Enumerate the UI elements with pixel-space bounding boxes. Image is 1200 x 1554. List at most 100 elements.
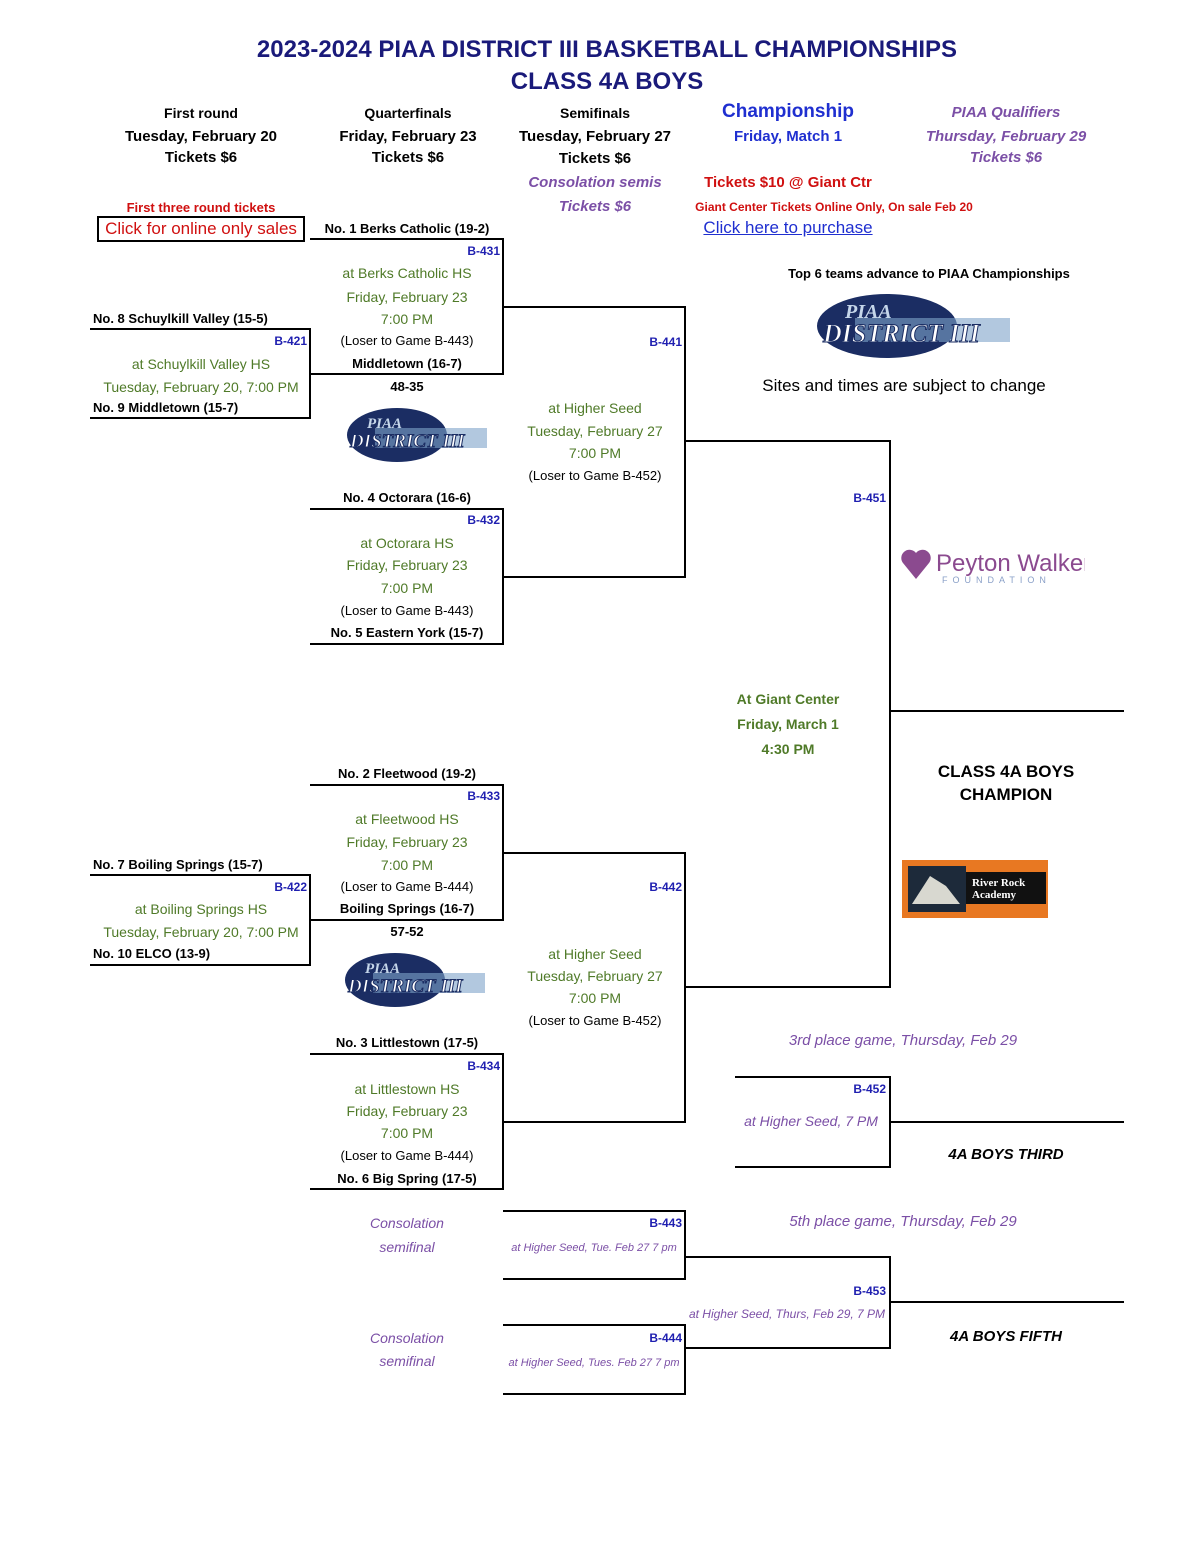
game-id: B-452 (853, 1082, 886, 1096)
bracket-line (310, 1188, 504, 1190)
game-date: Friday, February 23 (346, 289, 468, 305)
loser-note: (Loser to Game B-444) (340, 879, 474, 894)
consolation-label: semifinal (379, 1353, 435, 1369)
bracket-line (502, 508, 504, 645)
page-title: 2023-2024 PIAA DISTRICT III BASKETBALL C… (256, 36, 958, 63)
game-id: B-443 (649, 1216, 682, 1230)
game-site: At Giant Center (736, 691, 840, 707)
bracket-line (90, 328, 311, 330)
col-qf-tickets: Tickets $6 (371, 149, 445, 166)
col-first-round: First round (164, 105, 238, 121)
svg-text:PIAA: PIAA (365, 961, 400, 977)
bracket-line (310, 919, 504, 921)
top6-note: Top 6 teams advance to PIAA Championship… (788, 266, 1070, 281)
team-slot: No. 6 Big Spring (17-5) (337, 1171, 477, 1186)
game-site: at Higher Seed, Thurs, Feb 29, 7 PM (688, 1307, 886, 1321)
game-id: B-453 (853, 1284, 886, 1298)
game-site: at Higher Seed (548, 946, 642, 962)
col-first-round-tickets: Tickets $6 (164, 149, 238, 166)
loser-note: (Loser to Game B-452) (528, 1013, 662, 1028)
bracket-line (685, 440, 891, 442)
first-three-tickets: First three round tickets (126, 200, 276, 215)
col-quarterfinals: Quarterfinals (364, 105, 452, 121)
game-site: at Schuylkill Valley HS (131, 356, 271, 372)
game-date: Tuesday, February 27 (527, 968, 663, 984)
bracket-line (890, 1301, 1124, 1303)
col-semifinals: Semifinals (559, 105, 631, 121)
bracket-line (309, 874, 311, 966)
loser-note: (Loser to Game B-444) (340, 1148, 474, 1163)
team-slot: No. 4 Octorara (16-6) (343, 490, 471, 505)
svg-text:DISTRICT III: DISTRICT III (347, 976, 463, 997)
bracket-line (889, 440, 891, 988)
consolation-label: semifinal (379, 1239, 435, 1255)
game-id: B-442 (649, 880, 682, 894)
svg-text:PIAA: PIAA (367, 416, 402, 432)
bracket-line (890, 1121, 1124, 1123)
team-slot: Boiling Springs (16-7) (339, 901, 475, 916)
game-id: B-441 (649, 335, 682, 349)
purchase-link[interactable]: Click here to purchase (703, 218, 873, 237)
subject-note: Sites and times are subject to change (762, 376, 1046, 395)
svg-text:Academy: Academy (972, 889, 1016, 901)
game-time: Tuesday, February 20, 7:00 PM (103, 379, 299, 395)
team-slot: No. 5 Eastern York (15-7) (330, 625, 484, 640)
bracket-line (503, 1210, 686, 1212)
svg-text:FOUNDATION: FOUNDATION (942, 575, 1051, 585)
giant-center-note: Giant Center Tickets Online Only, On sal… (695, 200, 973, 214)
game-date: Friday, February 23 (346, 1103, 468, 1119)
bracket-line (890, 710, 1124, 712)
online-sales-link[interactable]: Click for online only sales (97, 216, 305, 242)
game-id: B-432 (467, 513, 500, 527)
game-id: B-422 (274, 880, 307, 894)
peyton-walker-logo: Peyton Walker FOUNDATION (901, 549, 1085, 585)
team-slot: Middletown (16-7) (352, 356, 462, 371)
game-site: at Berks Catholic HS (342, 265, 472, 281)
champion-label: CLASS 4A BOYS (937, 762, 1075, 781)
game-site: at Higher Seed, Tues. Feb 27 7 pm (508, 1357, 680, 1369)
piaa-district-logo: PIAA DISTRICT III (345, 953, 485, 1007)
consolation-label: Consolation (370, 1215, 444, 1231)
game-site: at Fleetwood HS (355, 811, 459, 827)
bracket-line (684, 1210, 686, 1280)
bracket-line (310, 373, 504, 375)
col-qf-date: Friday, February 23 (339, 128, 477, 145)
bracket-line (685, 1256, 891, 1258)
game-id: B-444 (649, 1331, 682, 1345)
bracket-line (503, 1324, 686, 1326)
piaa-district-logo: PIAA DISTRICT III (817, 294, 1010, 358)
game-site: at Higher Seed, 7 PM (744, 1113, 878, 1129)
col-piaa-date: Thursday, February 29 (925, 128, 1087, 145)
game-time: 7:00 PM (380, 857, 434, 873)
bracket-line (503, 1278, 686, 1280)
game-site: at Higher Seed, Tue. Feb 27 7 pm (511, 1242, 677, 1254)
bracket-line (310, 784, 504, 786)
bracket-line (310, 643, 504, 645)
col-sf-date: Tuesday, February 27 (518, 128, 672, 145)
game-site: at Higher Seed (548, 400, 642, 416)
bracket-line (90, 964, 311, 966)
river-rock-academy-logo: River Rock Academy (902, 860, 1048, 918)
game-id: B-431 (467, 244, 500, 258)
bracket-line (310, 238, 504, 240)
col-piaa-tickets: Tickets $6 (969, 149, 1043, 166)
game-date: Tuesday, February 27 (527, 423, 663, 439)
team-slot: No. 7 Boiling Springs (15-7) (93, 857, 263, 872)
game-time: 7:00 PM (568, 990, 622, 1006)
game-id: B-433 (467, 789, 500, 803)
game-id: B-421 (274, 334, 307, 348)
game-time: 7:00 PM (380, 1125, 434, 1141)
bracket-line (310, 508, 504, 510)
col-first-round-date: Tuesday, February 20 (124, 128, 278, 145)
bracket-line (685, 986, 891, 988)
svg-text:PIAA: PIAA (844, 301, 892, 323)
svg-text:River Rock: River Rock (972, 877, 1026, 889)
bracket-line (685, 1347, 891, 1349)
bracket-line (684, 1324, 686, 1395)
consolation-label: Consolation (370, 1330, 444, 1346)
svg-text:Peyton Walker: Peyton Walker (936, 550, 1085, 577)
bracket-line (90, 874, 311, 876)
bracket-line (502, 1053, 504, 1190)
game-site: at Octorara HS (360, 535, 454, 551)
col-championship: Championship (722, 101, 854, 122)
